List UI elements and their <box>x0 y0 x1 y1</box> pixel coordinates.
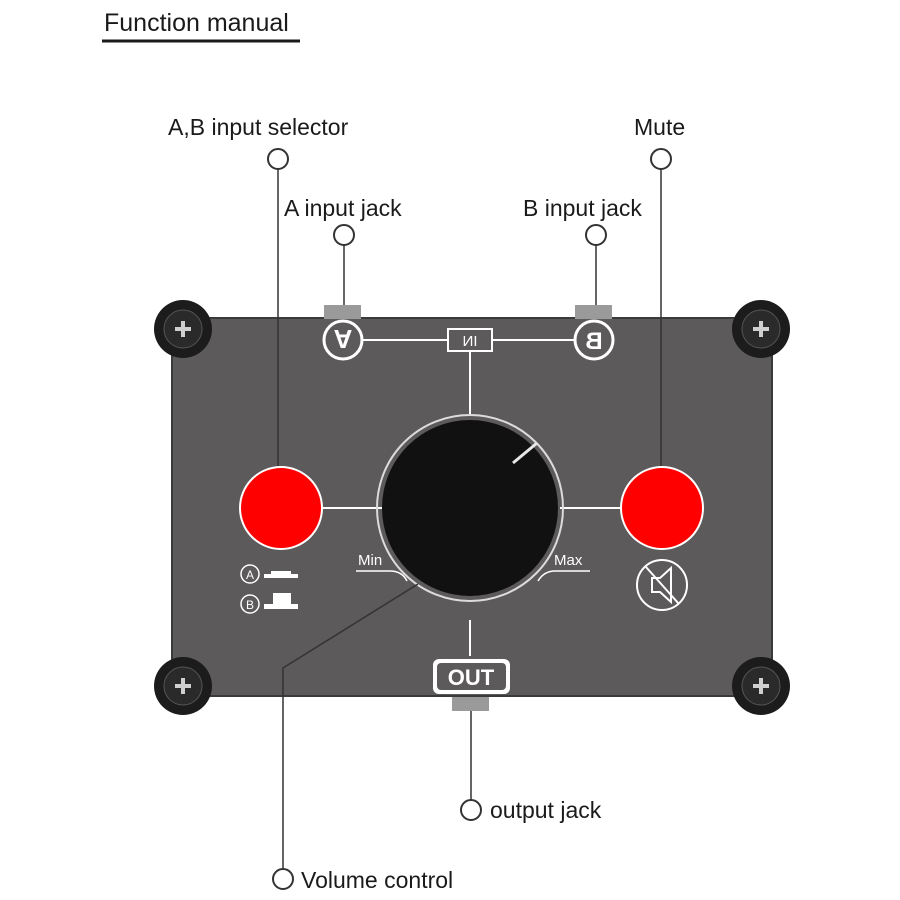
a-badge: A <box>322 319 364 361</box>
callout-dot-a-jack <box>333 224 355 246</box>
legend-b-letter: B <box>246 598 254 612</box>
out-label: OUT <box>448 665 495 690</box>
b-badge-label: B <box>585 328 602 355</box>
output-jack <box>452 697 489 711</box>
leader-volume <box>282 583 419 870</box>
callout-dot-output <box>460 799 482 821</box>
selector-legend-b: B <box>240 593 298 614</box>
volume-knob-indicator <box>512 441 538 465</box>
min-arc <box>356 570 408 582</box>
callout-dot-volume <box>272 868 294 890</box>
button-state-icon <box>264 571 298 578</box>
callout-a-jack: A input jack <box>284 195 402 221</box>
a-input-jack <box>324 305 361 319</box>
screw-icon <box>154 300 212 358</box>
screw-icon <box>732 657 790 715</box>
mute-button[interactable] <box>620 466 704 550</box>
callout-dot-b-jack <box>585 224 607 246</box>
callout-b-jack: B input jack <box>523 195 642 221</box>
callout-mute: Mute <box>634 114 685 140</box>
max-label: Max <box>554 552 583 569</box>
b-input-jack <box>575 305 612 319</box>
callout-volume: Volume control <box>301 867 453 893</box>
volume-knob-ring <box>376 414 564 602</box>
min-label: Min <box>358 552 382 569</box>
selector-legend-a: A <box>240 564 298 584</box>
out-label-inner <box>437 663 506 690</box>
a-badge-label: A <box>333 324 352 354</box>
callout-dot-mute <box>650 148 672 170</box>
b-badge: B <box>573 319 615 361</box>
button-state-icon <box>264 593 298 609</box>
callout-dot-selector <box>267 148 289 170</box>
callout-output-jack: output jack <box>490 797 602 823</box>
max-arc <box>537 570 590 582</box>
screw-icon <box>732 300 790 358</box>
page-title: Function manual <box>104 9 289 37</box>
legend-a-letter: A <box>246 568 254 582</box>
mute-speaker-icon <box>636 559 688 611</box>
ab-selector-button[interactable] <box>239 466 323 550</box>
in-label-box <box>447 328 493 352</box>
callout-selector: A,B input selector <box>168 114 349 140</box>
in-label: IN <box>463 333 478 350</box>
screw-icon <box>154 657 212 715</box>
